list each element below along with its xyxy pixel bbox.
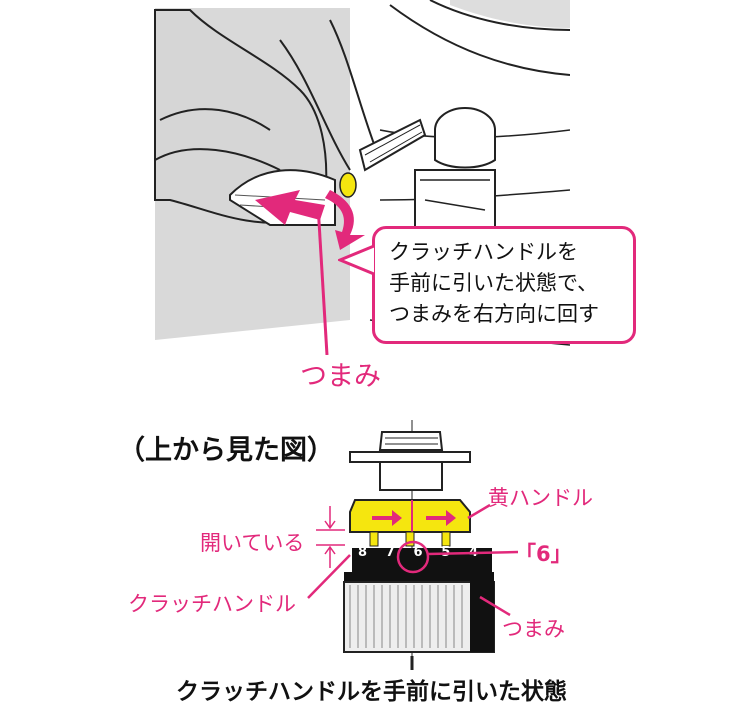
bottom-caption: クラッチハンドルを手前に引いた状態 bbox=[176, 679, 567, 705]
top-view-title: （上から見た図） bbox=[118, 435, 334, 466]
instruction-callout: クラッチハンドルを 手前に引いた状態で、 つまみを右方向に回す bbox=[372, 226, 636, 344]
gap-label: 開いている bbox=[200, 531, 305, 555]
dial-7: 7 bbox=[385, 545, 395, 560]
callout-line-1: クラッチハンドルを bbox=[389, 240, 578, 264]
knob-label-bottom: つまみ bbox=[502, 617, 565, 641]
callout-pointer bbox=[338, 244, 375, 276]
dial-8: 8 bbox=[358, 545, 368, 560]
dial-6: 6 bbox=[413, 545, 423, 560]
clutch-handle-label: クラッチハンドル bbox=[128, 592, 296, 616]
knob-label-top: つまみ bbox=[300, 361, 381, 392]
sewing-machine-illustration bbox=[154, 0, 570, 355]
yellow-handle-label: 黄ハンドル bbox=[488, 486, 593, 510]
callout-line-3: つまみを右方向に回す bbox=[389, 302, 599, 326]
clutch-top-view-illustration bbox=[343, 420, 495, 670]
setting-6-label: 「6」 bbox=[515, 542, 572, 566]
callout-line-2: 手前に引いた状態で、 bbox=[389, 271, 599, 295]
